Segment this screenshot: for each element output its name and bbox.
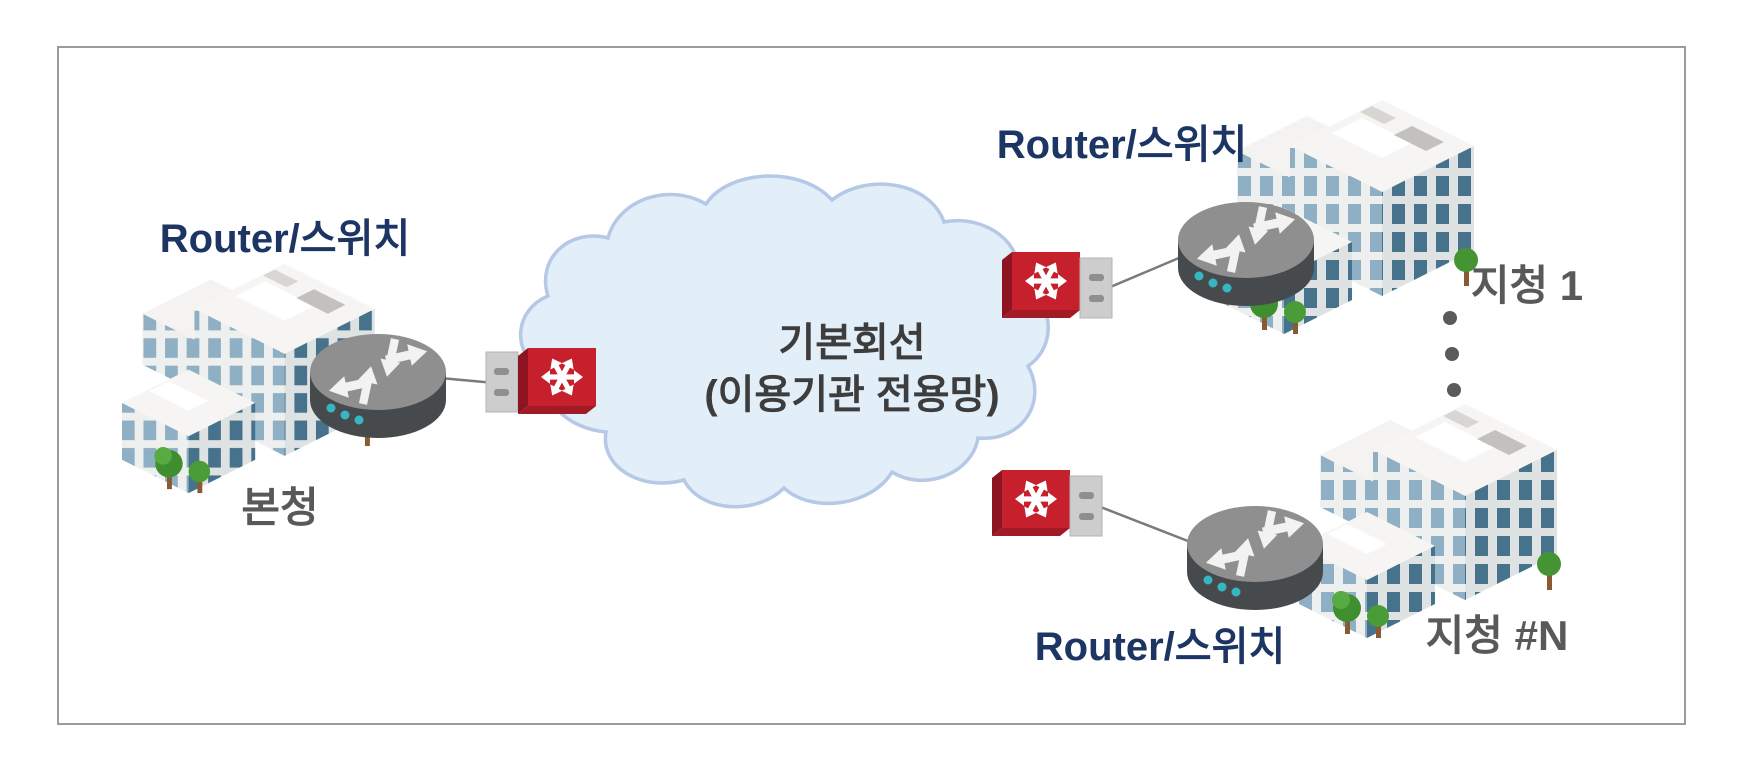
router-label-main-office: Router/스위치 [160,217,410,261]
main-office-plug [485,351,519,413]
branch-n-switch [992,470,1070,536]
site-label-branch-n: 지청 #N [1426,612,1569,659]
main-office-router [310,334,446,438]
site-label-branch-1: 지청 1 [1471,262,1583,309]
branch-1-switch [1002,252,1080,318]
branch-n-router [1187,506,1323,610]
branch-1-router [1178,202,1314,306]
branch-n-plug [1069,475,1103,537]
main-office-switch [518,348,596,414]
router-label-branch-1: Router/스위치 [997,123,1247,167]
branch-1-plug [1079,257,1113,319]
cloud-label-line1: 기본회선 [778,321,925,365]
site-label-main-office: 본청 [241,484,318,531]
cloud-label-line2: (이용기관 전용망) [704,373,999,417]
ellipsis-dots [1443,311,1461,397]
connection-line-branch-n [1097,504,1194,545]
router-label-branch-n: Router/스위치 [1035,625,1285,669]
connection-line-branch-1 [1107,253,1187,290]
